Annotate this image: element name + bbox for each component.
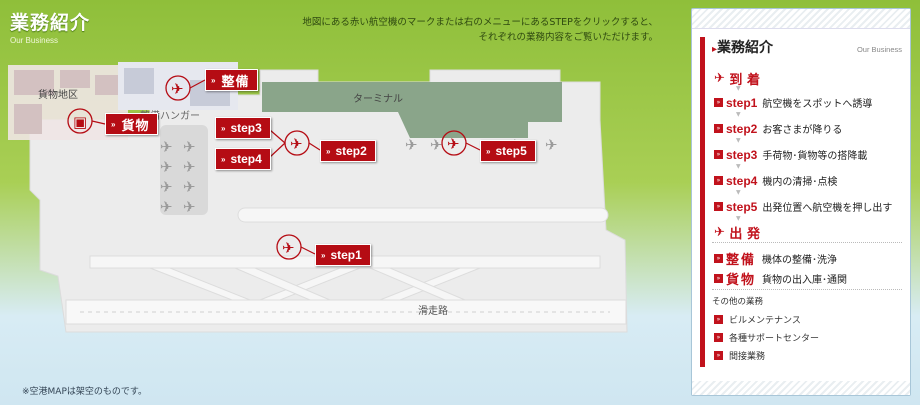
svg-text:✈: ✈ xyxy=(160,198,173,216)
pin-maintenance[interactable]: »整備 xyxy=(205,69,259,91)
arrow-icon: » xyxy=(211,75,217,85)
menu-depart[interactable]: ✈ 出 発 xyxy=(714,225,760,242)
arrow-icon: » xyxy=(714,150,723,159)
menu-subtitle: Our Business xyxy=(856,45,902,54)
arrow-icon: » xyxy=(714,351,723,360)
svg-text:✈: ✈ xyxy=(447,135,460,153)
svg-text:✈: ✈ xyxy=(160,178,173,196)
arrow-icon: » xyxy=(486,146,491,156)
page-header: 業務紹介 Our Business xyxy=(10,8,160,48)
svg-text:▣: ▣ xyxy=(73,113,87,131)
svg-text:✈: ✈ xyxy=(545,136,558,154)
arrow-icon: » xyxy=(111,119,117,129)
svg-text:✈: ✈ xyxy=(183,198,196,216)
arrow-icon: » xyxy=(714,254,723,263)
arrow-icon: » xyxy=(714,176,723,185)
svg-text:✈: ✈ xyxy=(171,80,184,98)
svg-text:✈: ✈ xyxy=(183,178,196,196)
menu-other-indirect[interactable]: »間接業務 xyxy=(714,349,765,362)
other-heading: その他の業務 xyxy=(712,297,764,307)
svg-text:✈: ✈ xyxy=(183,158,196,176)
pin-cargo[interactable]: »貨物 xyxy=(105,113,159,135)
menu-title: 業務紹介 xyxy=(712,37,773,57)
arrow-icon: » xyxy=(714,315,723,324)
pin-step1[interactable]: »step1 xyxy=(315,244,371,266)
arrow-icon: » xyxy=(714,274,723,283)
map-footnote: ※空港MAPは架空のものです。 xyxy=(22,387,147,397)
terminal-building xyxy=(262,82,562,138)
pin-step2[interactable]: »step2 xyxy=(320,140,376,162)
pin-step4[interactable]: »step4 xyxy=(215,148,271,170)
arrow-icon: » xyxy=(221,154,226,164)
svg-text:✈: ✈ xyxy=(282,239,295,257)
terminal-label: ターミナル xyxy=(353,94,403,105)
arrow-icon: » xyxy=(714,124,723,133)
menu-arrive[interactable]: ✈ 到 着 xyxy=(714,71,760,88)
menu-maintenance[interactable]: »整備機体の整備･洗浄 xyxy=(714,249,837,268)
pin-step3[interactable]: »step3 xyxy=(215,117,271,139)
arrow-icon: » xyxy=(714,202,723,211)
intro-text: 地図にある赤い航空機のマークまたは右のメニューにあるSTEPをクリックすると、 … xyxy=(302,17,658,43)
plane-icon: ✈ xyxy=(714,225,730,240)
svg-text:✈: ✈ xyxy=(160,158,173,176)
page-title: 業務紹介 xyxy=(10,12,91,34)
menu-other-building[interactable]: »ビルメンテナンス xyxy=(714,313,801,326)
arrow-icon: » xyxy=(221,123,226,133)
menu-cargo[interactable]: »貨物貨物の出入庫･通関 xyxy=(714,269,847,288)
svg-text:✈: ✈ xyxy=(405,136,418,154)
svg-text:✈: ✈ xyxy=(160,138,173,156)
arrow-icon: » xyxy=(714,98,723,107)
business-menu: 業務紹介 Our Business ✈ 到 着 ▼ »step1航空機をスポット… xyxy=(691,8,911,396)
page-subtitle: Our Business xyxy=(10,36,59,45)
menu-other-support[interactable]: »各種サポートセンター xyxy=(714,331,819,344)
hangar-label: 整備ハンガー xyxy=(140,111,200,122)
svg-text:✈: ✈ xyxy=(290,135,303,153)
pin-step5[interactable]: »step5 xyxy=(480,140,536,162)
runway-label: 滑走路 xyxy=(418,306,448,317)
menu-header: 業務紹介 Our Business xyxy=(712,37,902,57)
svg-text:✈: ✈ xyxy=(430,136,443,154)
cargo-area-label: 貨物地区 xyxy=(38,90,78,101)
plane-icon: ✈ xyxy=(714,71,730,86)
arrow-icon: » xyxy=(714,333,723,342)
arrow-icon: » xyxy=(326,146,331,156)
svg-text:✈: ✈ xyxy=(183,138,196,156)
arrow-icon: » xyxy=(321,250,326,260)
